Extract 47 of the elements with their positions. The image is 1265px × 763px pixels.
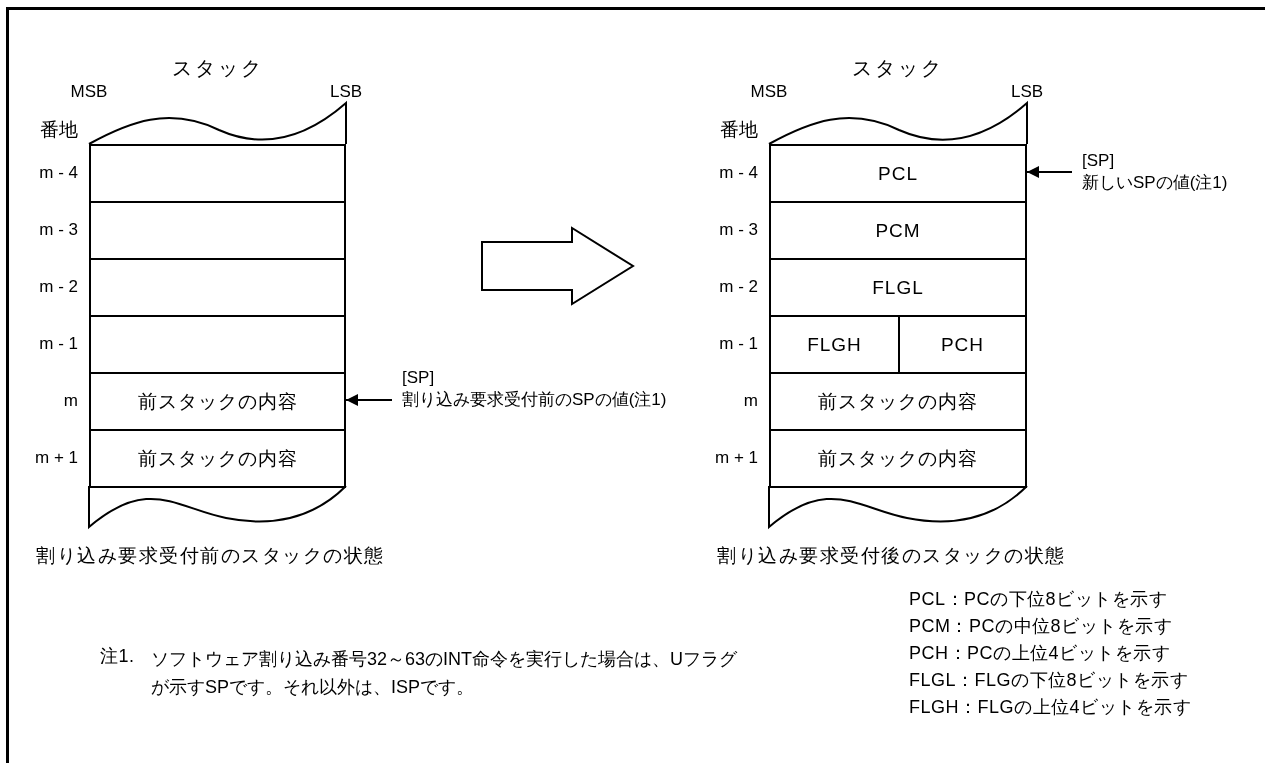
arrow	[1026, 166, 1073, 178]
stack-title: スタック	[170, 57, 265, 80]
stack-cell: 前スタックの内容	[769, 372, 1027, 431]
address-label: m - 4	[718, 162, 758, 184]
note-text: 割り込み要求受付前のSPの値(注1)	[402, 389, 667, 411]
stack-title: スタック	[851, 57, 945, 80]
stack-cell: PCL	[769, 144, 1027, 203]
abbreviation-note: PCH：PCの上位4ビットを示す	[909, 642, 1171, 665]
stack-cell: 前スタックの内容	[89, 372, 346, 431]
empty-stack-cell	[89, 315, 346, 374]
bit-label: MSB	[749, 81, 789, 103]
note-text: [SP]	[402, 367, 435, 389]
bit-label: MSB	[69, 81, 109, 103]
address-label: m	[62, 390, 78, 412]
note-text: 新しいSPの値(注1)	[1082, 172, 1228, 194]
stack-label: 割り込み要求受付後のスタックの状態	[717, 544, 1066, 567]
arrow	[345, 394, 393, 406]
stack-cell: FLGL	[769, 258, 1027, 317]
address-label: m - 1	[718, 333, 758, 355]
address-label: m - 2	[38, 276, 78, 298]
bit-label: LSB	[1009, 81, 1045, 103]
stack-cell: PCM	[769, 201, 1027, 260]
address-label: m - 3	[718, 219, 758, 241]
empty-stack-cell	[89, 258, 346, 317]
abbreviation-note: FLGH：FLGの上位4ビットを示す	[909, 696, 1192, 719]
block-arrow	[481, 226, 635, 306]
address-label: m + 1	[34, 447, 78, 469]
address-heading: 番地	[719, 118, 758, 141]
footnote: ソフトウェア割り込み番号32～63のINT命令を実行した場合は、Uフラグが示すSPです。それ以外は、ISPです。	[151, 648, 739, 699]
stack-cell: 前スタックの内容	[769, 429, 1027, 488]
address-label: m - 4	[38, 162, 78, 184]
address-label: m	[742, 390, 758, 412]
address-label: m - 2	[718, 276, 758, 298]
address-label: m - 3	[38, 219, 78, 241]
note-text: [SP]	[1082, 150, 1115, 172]
stack-label: 割り込み要求受付前のスタックの状態	[36, 544, 385, 567]
stack-cell: 前スタックの内容	[89, 429, 346, 488]
bit-label: LSB	[328, 81, 364, 103]
empty-stack-cell	[89, 144, 346, 203]
empty-stack-cell	[89, 201, 346, 260]
abbreviation-note: PCL：PCの下位8ビットを示す	[909, 588, 1168, 611]
footnote: 注1.	[100, 645, 135, 668]
address-label: m - 1	[38, 333, 78, 355]
address-label: m + 1	[714, 447, 758, 469]
abbreviation-note: FLGL：FLGの下位8ビットを示す	[909, 669, 1189, 692]
abbreviation-note: PCM：PCの中位8ビットを示す	[909, 615, 1172, 638]
address-heading: 番地	[39, 118, 78, 141]
